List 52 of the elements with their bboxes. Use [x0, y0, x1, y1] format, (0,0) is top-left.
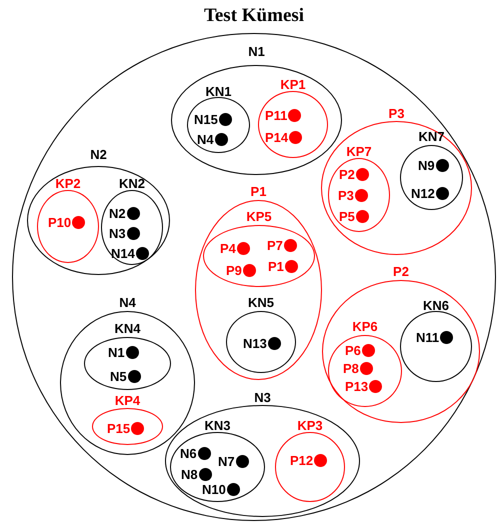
- point-label: P14: [265, 130, 288, 144]
- point-label: P4: [220, 242, 236, 254]
- point-label: N15: [194, 112, 218, 126]
- cluster-label: KP6: [352, 320, 378, 333]
- point-label: N8: [181, 468, 198, 480]
- cluster-label: KN7: [418, 130, 444, 143]
- point-label: N9: [418, 158, 435, 172]
- cluster-label: KP7: [346, 145, 372, 158]
- cluster-label: KP5: [246, 210, 272, 223]
- cluster-label: KN3: [204, 419, 230, 432]
- point-label: N12: [411, 186, 435, 200]
- cluster-label: KP2: [55, 177, 81, 190]
- point-label: P5: [339, 210, 355, 222]
- point-label: N6: [180, 446, 197, 460]
- point-label: P15: [107, 422, 130, 434]
- cluster-label: N2: [90, 148, 107, 161]
- cluster-label: P2: [393, 265, 409, 278]
- point-label: N11: [416, 330, 440, 344]
- point-label: P9: [226, 264, 242, 276]
- point-label: P6: [345, 344, 361, 356]
- cluster-label: KN6: [423, 299, 449, 312]
- cluster-label: KP3: [297, 419, 323, 432]
- cluster-label: KN2: [119, 177, 145, 190]
- point-label: N13: [243, 336, 267, 350]
- set-title: Test Kümesi: [204, 6, 304, 25]
- point-label: P10: [48, 216, 72, 228]
- point-label: P8: [343, 362, 359, 374]
- cluster-label: KN1: [206, 85, 232, 98]
- point-label: P1: [268, 260, 284, 272]
- cluster-label: N3: [254, 391, 271, 404]
- cluster-label: P1: [250, 185, 266, 198]
- point-label: N10: [202, 482, 226, 496]
- point-label: P7: [267, 238, 283, 252]
- point-label: N7: [218, 454, 235, 468]
- cluster-label: P3: [388, 107, 404, 120]
- cluster-label: N1: [248, 45, 265, 58]
- cluster-label: KP4: [114, 394, 140, 407]
- point-label: N2: [109, 206, 126, 220]
- point-label: N4: [197, 132, 214, 146]
- cluster-label: KN5: [248, 296, 274, 309]
- cluster-label: KN4: [114, 322, 140, 335]
- point-label: N3: [109, 226, 126, 240]
- point-label: P13: [345, 380, 368, 392]
- point-label: P3: [338, 188, 354, 202]
- point-label: N14: [111, 246, 135, 260]
- point-label: P2: [339, 168, 355, 180]
- point-label: P12: [290, 454, 314, 466]
- cluster-label: N4: [119, 296, 136, 309]
- cluster-label: KP1: [280, 78, 306, 91]
- point-label: N1: [108, 346, 125, 358]
- point-label: N5: [110, 370, 127, 382]
- point-label: P11: [265, 108, 288, 122]
